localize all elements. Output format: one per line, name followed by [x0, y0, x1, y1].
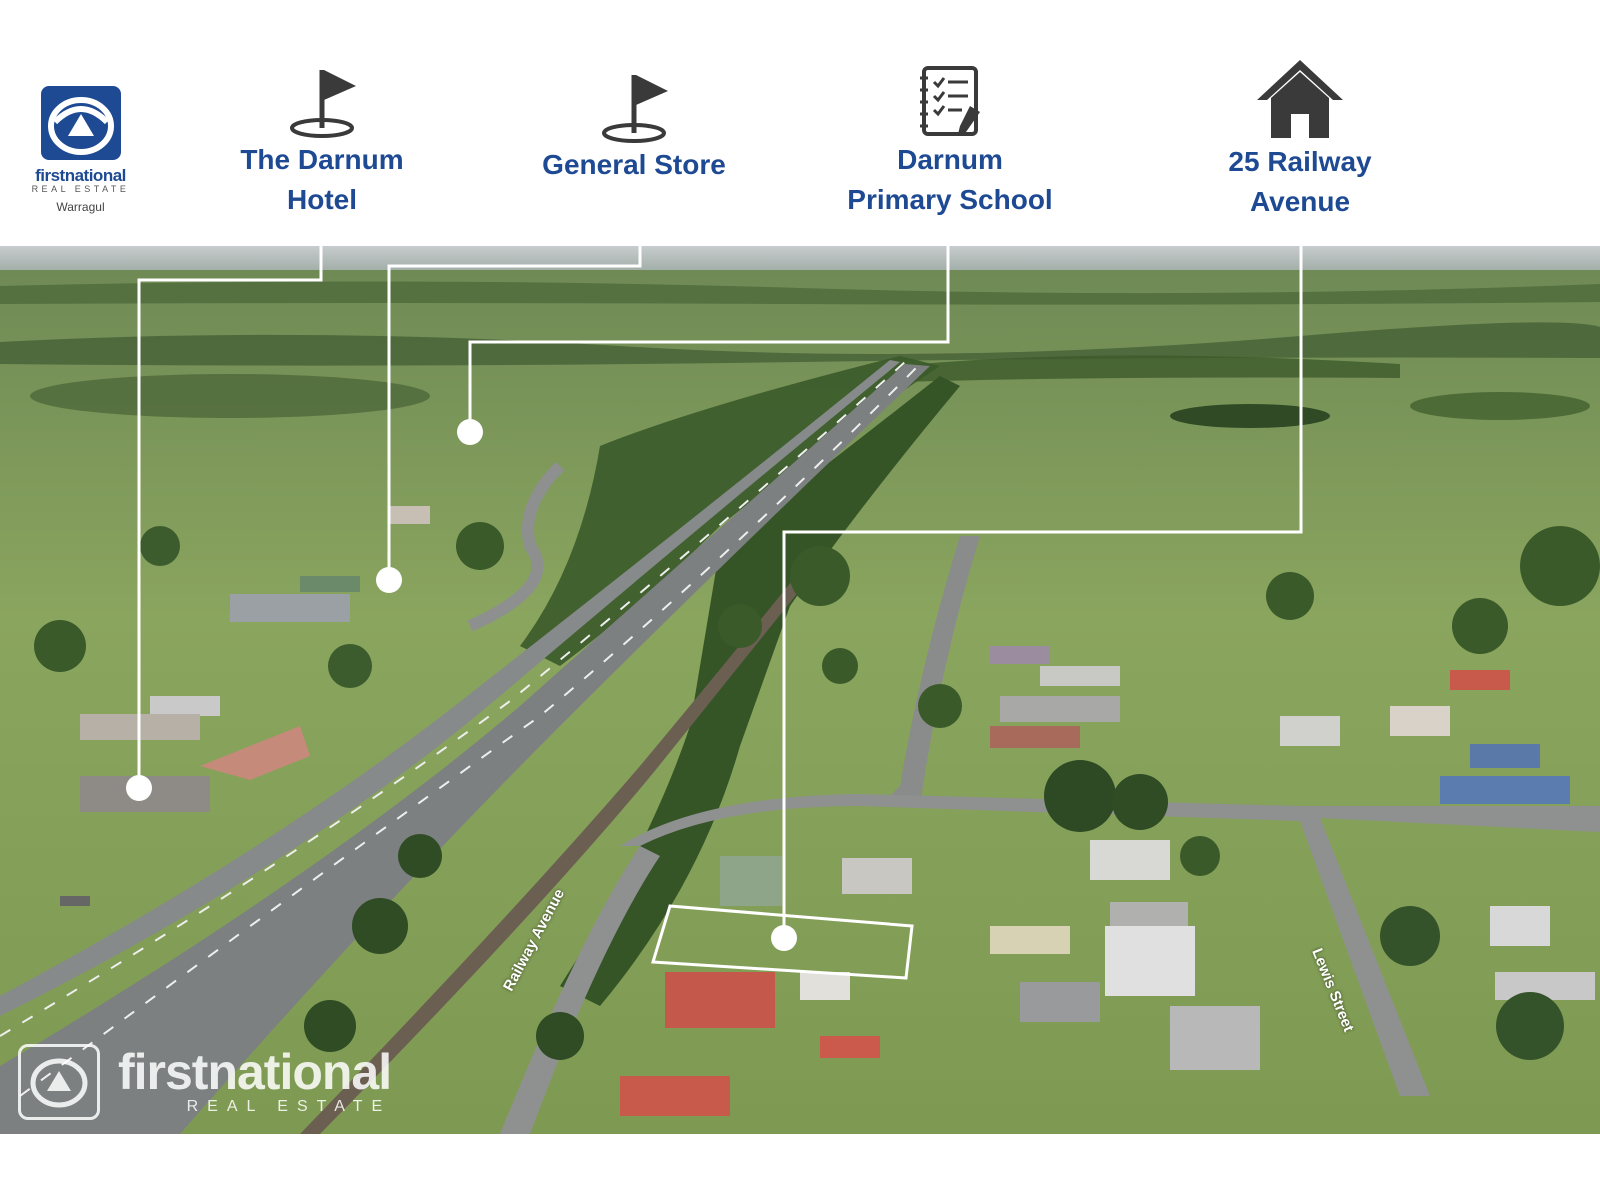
poi-label-line1: Darnum — [897, 144, 1003, 175]
brand-sub: REAL ESTATE — [31, 184, 130, 194]
brand-office: Warragul — [56, 200, 105, 214]
aerial-photo: Railway Avenue Lewis Street firstnationa… — [0, 246, 1600, 1134]
golf-flag-icon — [290, 70, 356, 138]
house-icon — [1257, 60, 1343, 138]
watermark-name: firstnational — [118, 1044, 392, 1100]
poi-banner: firstnational REAL ESTATE Warragul The D… — [0, 60, 1600, 246]
golf-flag-icon — [602, 75, 668, 143]
watermark-logo-icon — [18, 1044, 100, 1120]
poi-darnum-primary-school: Darnum Primary School — [830, 66, 1070, 220]
poi-label-line2: Primary School — [847, 184, 1053, 215]
brand-mark-icon — [40, 86, 121, 160]
poi-label-line1: General Store — [542, 149, 726, 180]
watermark-sub: REAL ESTATE — [186, 1098, 392, 1115]
poi-label-line1: 25 Railway — [1228, 146, 1372, 177]
brand-logo: firstnational REAL ESTATE Warragul — [18, 86, 143, 214]
poi-darnum-hotel: The Darnum Hotel — [222, 66, 422, 220]
aerial-landscape — [0, 246, 1600, 1134]
checklist-notebook-icon — [920, 66, 980, 136]
poi-25-railway-avenue: 25 Railway Avenue — [1200, 58, 1400, 222]
poi-label-line1: The Darnum — [240, 144, 404, 175]
poi-label-line2: Avenue — [1249, 186, 1351, 217]
brand-name: firstnational — [35, 166, 126, 185]
poi-label-line2: Hotel — [287, 184, 357, 215]
poi-general-store: General Store — [524, 71, 744, 185]
watermark: firstnational REAL ESTATE — [18, 1044, 392, 1120]
